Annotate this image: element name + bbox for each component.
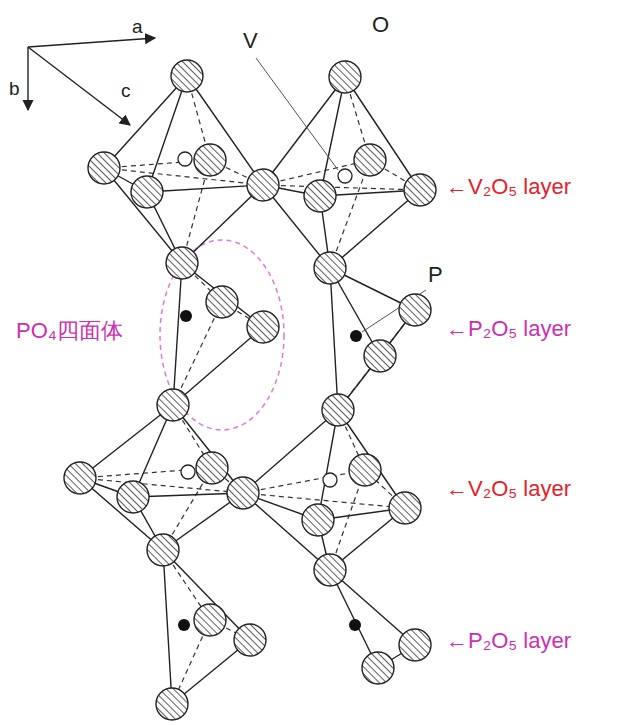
vanadium-atom <box>181 465 195 479</box>
axis-arrows <box>28 38 155 125</box>
tetrahedron-label: PO₄四面体 <box>16 318 123 343</box>
atom-label: V <box>243 28 258 53</box>
oxygen-atom <box>227 477 259 509</box>
oxygen-atom <box>206 286 238 318</box>
layer-label: ←V₂O₅ layer <box>446 476 571 501</box>
dashed-bonds <box>80 76 420 704</box>
oxygen-atom <box>194 144 226 176</box>
octahedron-edges <box>104 76 263 263</box>
label-holder: b <box>9 78 20 101</box>
oxygen-atom <box>247 169 279 201</box>
oxygen-atom <box>194 604 226 636</box>
oxygen-atom <box>117 481 149 513</box>
oxygen-atom <box>349 454 381 486</box>
tetrahedron-back-edges <box>163 550 250 704</box>
axis-b <box>27 47 28 110</box>
label-holder: c <box>121 80 131 103</box>
label-holder: ←P₂O₅ layer <box>446 628 571 654</box>
oxygen-atom <box>364 340 396 372</box>
octahedron-edges <box>263 77 420 268</box>
oxygen-atom <box>314 252 346 284</box>
oxygen-atom <box>64 462 96 494</box>
oxygen-atom <box>389 492 421 524</box>
oxygen-atom <box>247 311 279 343</box>
layer-label: ←P₂O₅ layer <box>446 316 571 341</box>
oxygen-atom <box>156 688 188 720</box>
oxygen-atom <box>304 180 336 212</box>
oxygen-atom <box>322 394 354 426</box>
atom-label: O <box>372 12 389 37</box>
oxygen-atom <box>354 144 386 176</box>
tetrahedron-edges <box>330 268 415 410</box>
layer-label: ←V₂O₅ layer <box>446 174 571 199</box>
label-holder: P <box>428 262 443 288</box>
axis-label: a <box>132 16 143 37</box>
vanadium-atom <box>178 152 192 166</box>
phosphorus-atom <box>180 310 192 322</box>
label-holder: PO₄四面体 <box>16 318 123 344</box>
oxygen-atom <box>171 60 203 92</box>
octahedron-back-edges <box>104 76 263 263</box>
tetrahedron-edges <box>163 550 250 704</box>
axis-a <box>28 38 155 47</box>
oxygen-atom <box>147 534 179 566</box>
vanadium-atoms <box>178 152 352 487</box>
oxygen-atom <box>234 624 266 656</box>
label-holder: O <box>372 12 389 38</box>
phosphorus-atom <box>350 330 362 342</box>
octahedron-back-edges <box>243 410 405 570</box>
oxygen-atom <box>362 652 394 684</box>
oxygen-atoms <box>64 60 436 720</box>
octahedron-edges <box>243 410 405 570</box>
axis-label: c <box>121 80 131 101</box>
vanadium-atom <box>323 473 337 487</box>
octahedron-back-edges <box>80 405 243 550</box>
label-holder: a <box>132 16 143 39</box>
oxygen-atom <box>196 452 228 484</box>
octahedron-back-edges <box>263 77 420 268</box>
axis-c <box>28 47 130 125</box>
leader-lines <box>256 58 426 332</box>
oxygen-atom <box>314 554 346 586</box>
solid-bonds <box>80 76 420 704</box>
phosphorus-atom <box>349 619 361 631</box>
atom-label: P <box>428 262 443 287</box>
layer-label: ←P₂O₅ layer <box>446 628 571 653</box>
oxygen-atom <box>329 61 361 93</box>
phosphorus-atoms <box>178 310 362 631</box>
oxygen-atom <box>399 294 431 326</box>
oxygen-atom <box>88 152 120 184</box>
leader-line <box>256 58 338 170</box>
oxygen-atom <box>399 629 431 661</box>
oxygen-atom <box>404 174 436 206</box>
label-holder: V <box>243 28 258 54</box>
oxygen-atom <box>302 504 334 536</box>
phosphorus-atom <box>178 619 190 631</box>
octahedron-edges <box>80 405 243 550</box>
label-holder: ←V₂O₅ layer <box>446 476 571 502</box>
label-holder: ←V₂O₅ layer <box>446 174 571 200</box>
vanadium-atom <box>338 169 352 183</box>
oxygen-atom <box>166 247 198 279</box>
axis-label: b <box>9 78 20 99</box>
label-holder: ←P₂O₅ layer <box>446 316 571 342</box>
oxygen-atom <box>131 176 163 208</box>
oxygen-atom <box>157 389 189 421</box>
